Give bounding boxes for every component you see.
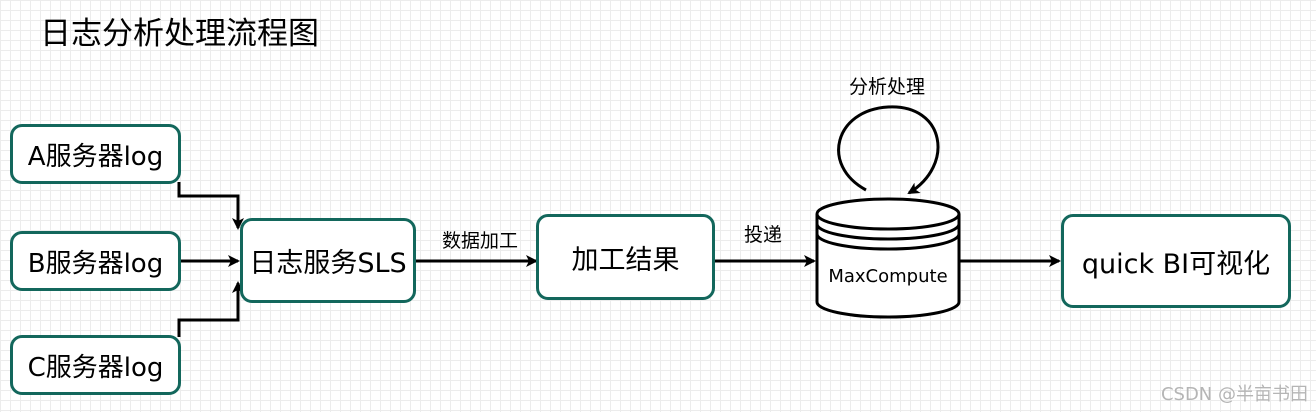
node-server-c: C服务器log [10, 335, 181, 395]
node-server-a: A服务器log [10, 124, 181, 184]
edge-c-to-sls [177, 281, 244, 337]
edge-label-data-processing: 数据加工 [442, 230, 519, 252]
edge-a-to-sls [177, 182, 244, 230]
node-server-c-label: C服务器log [27, 352, 164, 383]
csdn-watermark: CSDN @半亩书田 [1160, 384, 1308, 405]
node-log-service-sls: 日志服务SLS [240, 218, 416, 303]
node-quick-bi-label: quick BI可视化 [1081, 248, 1271, 280]
node-server-b-label: B服务器log [27, 248, 164, 279]
edge-maxcompute-self-loop [837, 105, 940, 195]
node-processing-result-label: 加工结果 [571, 244, 680, 276]
edge-label-delivery: 投递 [744, 224, 783, 246]
node-server-b: B服务器log [10, 231, 181, 291]
node-server-a-label: A服务器log [27, 141, 164, 172]
node-processing-result: 加工结果 [536, 214, 715, 300]
node-log-service-sls-label: 日志服务SLS [249, 248, 407, 279]
node-quick-bi: quick BI可视化 [1061, 214, 1291, 308]
node-maxcompute-label: MaxCompute [828, 266, 948, 287]
diagram-title: 日志分析处理流程图 [40, 16, 319, 52]
maxcompute-cylinder [815, 197, 961, 319]
edge-label-analysis: 分析处理 [849, 76, 926, 98]
